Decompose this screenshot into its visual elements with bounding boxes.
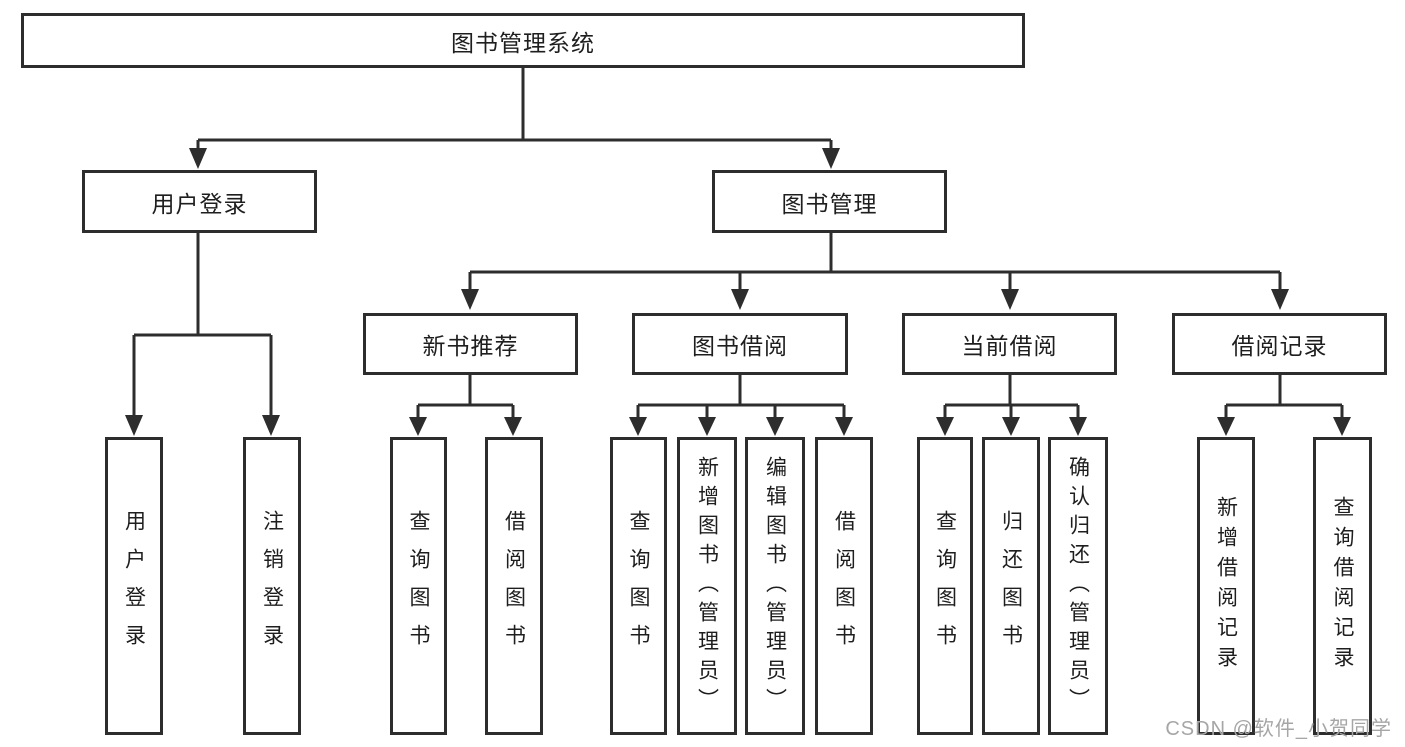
leaf-add-borrow-record: 新增借阅记录 bbox=[1197, 437, 1255, 735]
leaf-query-books-borrow: 查询图书 bbox=[610, 437, 667, 735]
node-book-borrow-label: 图书借阅 bbox=[692, 333, 788, 359]
node-new-book-recommend-label: 新书推荐 bbox=[422, 333, 519, 359]
leaf-edit-books-admin: 编辑图书（管理员） bbox=[745, 437, 805, 735]
leaf-logout: 注销登录 bbox=[243, 437, 301, 735]
node-library-system: 图书管理系统 bbox=[21, 13, 1025, 68]
leaf-return-books: 归还图书 bbox=[982, 437, 1040, 735]
leaf-add-books-admin: 新增图书（管理员） bbox=[677, 437, 737, 735]
leaf-logout-label: 注销登录 bbox=[260, 510, 284, 662]
node-borrow-records: 借阅记录 bbox=[1172, 313, 1387, 375]
node-book-borrow: 图书借阅 bbox=[632, 313, 848, 375]
node-book-management: 图书管理 bbox=[712, 170, 947, 233]
leaf-borrow-books-recommend-label: 借阅图书 bbox=[502, 510, 526, 662]
node-borrow-records-label: 借阅记录 bbox=[1231, 333, 1328, 359]
leaf-edit-books-admin-label: 编辑图书（管理员） bbox=[763, 455, 787, 717]
node-current-borrow: 当前借阅 bbox=[902, 313, 1117, 375]
node-new-book-recommend: 新书推荐 bbox=[363, 313, 578, 375]
leaf-borrow-books: 借阅图书 bbox=[815, 437, 873, 735]
arrowheads bbox=[125, 148, 1351, 436]
leaf-user-login: 用户登录 bbox=[105, 437, 163, 735]
csdn-watermark: CSDN @软件_小贺同学 bbox=[1165, 718, 1392, 740]
leaf-query-books-recommend: 查询图书 bbox=[390, 437, 447, 735]
leaf-query-books-current: 查询图书 bbox=[917, 437, 973, 735]
node-library-system-label: 图书管理系统 bbox=[451, 29, 595, 56]
leaf-return-books-label: 归还图书 bbox=[999, 510, 1023, 662]
leaf-confirm-return-admin: 确认归还（管理员） bbox=[1048, 437, 1108, 735]
leaf-query-borrow-record: 查询借阅记录 bbox=[1313, 437, 1372, 735]
leaf-user-login-label: 用户登录 bbox=[122, 510, 146, 662]
leaf-borrow-books-recommend: 借阅图书 bbox=[485, 437, 543, 735]
node-user-login: 用户登录 bbox=[82, 170, 317, 233]
leaf-query-borrow-record-label: 查询借阅记录 bbox=[1331, 496, 1354, 676]
leaf-confirm-return-admin-label: 确认归还（管理员） bbox=[1066, 455, 1090, 717]
leaf-query-books-borrow-label: 查询图书 bbox=[627, 510, 650, 662]
node-current-borrow-label: 当前借阅 bbox=[961, 333, 1058, 359]
node-user-login-label: 用户登录 bbox=[151, 190, 248, 217]
leaf-add-books-admin-label: 新增图书（管理员） bbox=[695, 455, 719, 717]
leaf-query-books-recommend-label: 查询图书 bbox=[407, 510, 430, 662]
leaf-query-books-current-label: 查询图书 bbox=[933, 510, 957, 662]
leaf-add-borrow-record-label: 新增借阅记录 bbox=[1214, 496, 1238, 676]
node-book-management-label: 图书管理 bbox=[781, 190, 878, 217]
leaf-borrow-books-label: 借阅图书 bbox=[832, 510, 856, 662]
